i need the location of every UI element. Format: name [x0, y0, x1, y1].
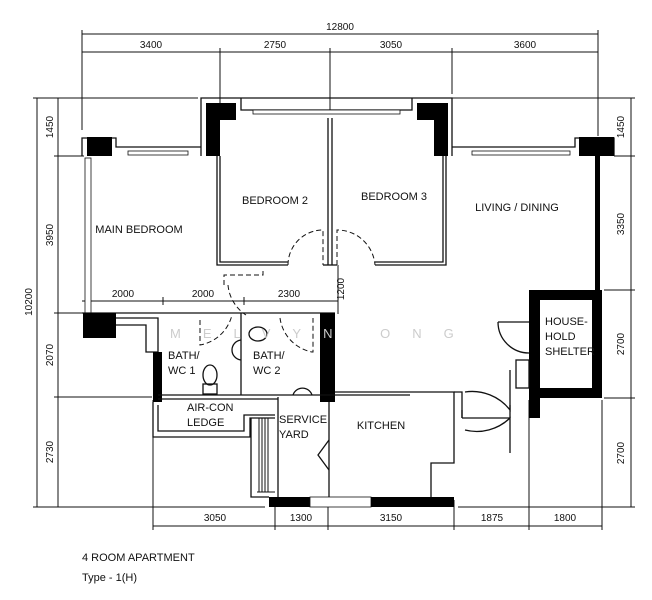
label-bath-wc-2: BATH/	[253, 350, 286, 362]
column	[87, 137, 112, 156]
label-bath-wc-1-line2: WC 1	[168, 365, 196, 377]
interior-dimensions: 2000 2000 2300 1200	[82, 265, 347, 314]
label-household-shelter-line3: SHELTER	[545, 346, 595, 358]
dim-top-1: 3400	[140, 40, 163, 51]
dim-interior-4: 1200	[336, 277, 347, 300]
dim-left-4: 2730	[45, 440, 56, 463]
dim-right-2: 3350	[616, 212, 627, 235]
dim-bottom-2: 1300	[290, 513, 313, 524]
label-service-yard: SERVICE	[279, 414, 327, 426]
dim-right-4: 2700	[616, 441, 627, 464]
dim-bottom-1: 3050	[204, 513, 227, 524]
left-dimensions: 10200 1450 3950 2070 2730	[24, 97, 265, 508]
dim-interior-1: 2000	[112, 289, 135, 300]
laundry-rack	[257, 418, 275, 493]
dim-overall-width: 12800	[326, 22, 354, 33]
dim-top-3: 3050	[380, 40, 403, 51]
label-bath-wc-2-line2: WC 2	[253, 365, 281, 377]
label-aircon-ledge-line2: LEDGE	[187, 417, 224, 429]
dim-interior-3: 2300	[278, 289, 301, 300]
dim-top-4: 3600	[514, 40, 537, 51]
bottom-dimensions: 3050 1300 3150 1875 1800	[152, 400, 603, 530]
label-bedroom-3: BEDROOM 3	[361, 191, 427, 203]
label-bedroom-2: BEDROOM 2	[242, 195, 308, 207]
right-dimensions: 1450 3350 2700 2700	[452, 97, 635, 508]
label-aircon-ledge: AIR-CON	[187, 402, 234, 414]
top-dimensions: 12800 3400 2750 3050 3600	[81, 22, 599, 136]
label-bath-wc-1: BATH/	[168, 350, 201, 362]
label-main-bedroom: MAIN BEDROOM	[95, 224, 182, 236]
dim-bottom-5: 1800	[554, 513, 577, 524]
dim-bottom-4: 1875	[481, 513, 504, 524]
label-household-shelter-line2: HOLD	[545, 331, 576, 343]
household-shelter-walls	[529, 290, 602, 418]
dim-left-overall: 10200	[24, 288, 35, 316]
dim-left-2: 3950	[45, 223, 56, 246]
column	[579, 137, 614, 156]
label-service-yard-line2: YARD	[279, 429, 309, 441]
label-household-shelter: HOUSE-	[545, 316, 588, 328]
dim-left-3: 2070	[45, 343, 56, 366]
room-labels: MAIN BEDROOM BEDROOM 2 BEDROOM 3 LIVING …	[95, 191, 595, 441]
walls	[81, 97, 615, 508]
dim-left-1: 1450	[45, 115, 56, 138]
dim-right-1: 1450	[616, 115, 627, 138]
dim-interior-2: 2000	[192, 289, 215, 300]
watermark: MELVYN ONG	[170, 326, 476, 341]
label-living-dining: LIVING / DINING	[475, 202, 559, 214]
dim-top-2: 2750	[264, 40, 287, 51]
label-kitchen: KITCHEN	[357, 420, 405, 432]
dim-bottom-3: 3150	[380, 513, 403, 524]
dim-right-3: 2700	[616, 332, 627, 355]
plan-type: Type - 1(H)	[82, 572, 137, 584]
plan-title: 4 ROOM APARTMENT	[82, 552, 195, 564]
